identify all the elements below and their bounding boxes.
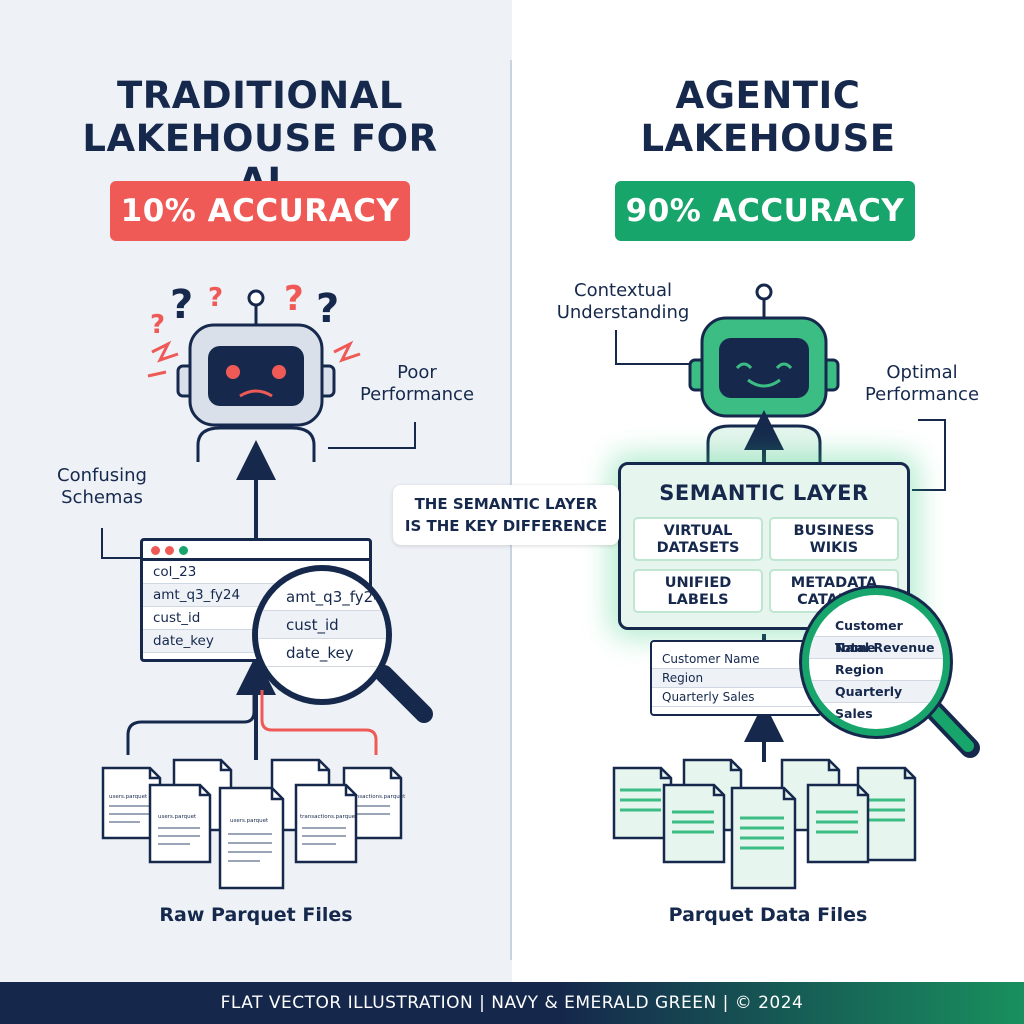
confusing-schemas-label: Confusing Schemas [57, 465, 147, 508]
table-row: col_23 [143, 561, 369, 584]
file-icon [806, 783, 870, 864]
table-window-header [143, 541, 369, 561]
poor-performance-label: Poor Performance [359, 362, 475, 405]
left-accuracy-badge: 10% ACCURACY [110, 181, 410, 241]
file-label: users.parquet [230, 818, 269, 824]
optimal-performance-label: Optimal Performance [864, 362, 980, 405]
table-row: Region [652, 669, 820, 688]
right-title-line2: LAKEHOUSE [640, 117, 896, 160]
semantic-cell-business-wikis: BUSINESS WIKIS [769, 517, 899, 561]
semantic-cell-unified-labels: UNIFIED LABELS [633, 569, 763, 613]
table-row: Customer Name [652, 650, 820, 669]
right-schema-table: Customer Name Region Quarterly Sales [650, 640, 822, 716]
left-parquet-files: users.parquet transactions.parquet [101, 758, 406, 890]
file-label: users.parquet [109, 794, 148, 800]
magnified-row: Quarterly Sales [809, 681, 943, 721]
right-title-line1: AGENTIC [675, 74, 861, 117]
semantic-cell-virtual-datasets: VIRTUAL DATASETS [633, 517, 763, 561]
file-icon [662, 783, 726, 864]
magnified-row: date_key [258, 639, 386, 667]
magnified-row: cust_id [258, 611, 386, 639]
raw-parquet-files-caption: Raw Parquet Files [159, 904, 353, 926]
svg-text:?: ? [284, 279, 304, 319]
file-label: transactions.parquet [300, 814, 358, 820]
right-magnifier-lens: Customer Name Total Revenue Region Quart… [802, 588, 950, 736]
table-row: Quarterly Sales [652, 688, 820, 707]
file-label: transactions.parquet [348, 794, 406, 800]
file-icon: transactions.parquet [294, 783, 358, 864]
parquet-data-files-caption: Parquet Data Files [668, 904, 868, 926]
window-dot-icon [165, 546, 174, 555]
confused-robot-icon [176, 289, 336, 462]
magnified-row: amt_q3_fy24 [258, 583, 386, 611]
file-icon [612, 766, 673, 840]
file-label: users.parquet [158, 814, 197, 820]
stress-lines-icon [147, 340, 361, 378]
footer-bar: FLAT VECTOR ILLUSTRATION | NAVY & EMERAL… [0, 982, 1024, 1024]
left-title-line1: TRADITIONAL [117, 74, 403, 117]
svg-text:?: ? [170, 282, 193, 328]
key-difference-callout: THE SEMANTIC LAYER IS THE KEY DIFFERENCE [393, 485, 619, 545]
magnified-row: Customer Name [809, 615, 943, 655]
svg-text:?: ? [316, 286, 339, 332]
question-marks-icon: ? ? ? ? ? [150, 279, 339, 340]
file-icon: users.parquet [148, 783, 212, 864]
file-icon [730, 786, 797, 890]
magnified-row: Total Revenue [809, 637, 943, 659]
contextual-understanding-label: Contextual Understanding [556, 280, 690, 323]
svg-text:?: ? [208, 283, 223, 313]
file-icon: users.parquet [218, 786, 285, 890]
semantic-layer-title: SEMANTIC LAYER [659, 481, 869, 505]
illustration-graphics: ? ? ? ? ? users.parquet [101, 279, 946, 890]
right-accuracy-badge: 90% ACCURACY [615, 181, 915, 241]
magnified-row: Region [809, 659, 943, 681]
right-parquet-files [612, 758, 917, 890]
svg-text:?: ? [150, 310, 165, 340]
right-title: AGENTIC LAKEHOUSE [568, 74, 968, 160]
window-dot-icon [179, 546, 188, 555]
left-magnifier-lens: amt_q3_fy24 cust_id date_key [252, 565, 392, 705]
window-dot-icon [151, 546, 160, 555]
